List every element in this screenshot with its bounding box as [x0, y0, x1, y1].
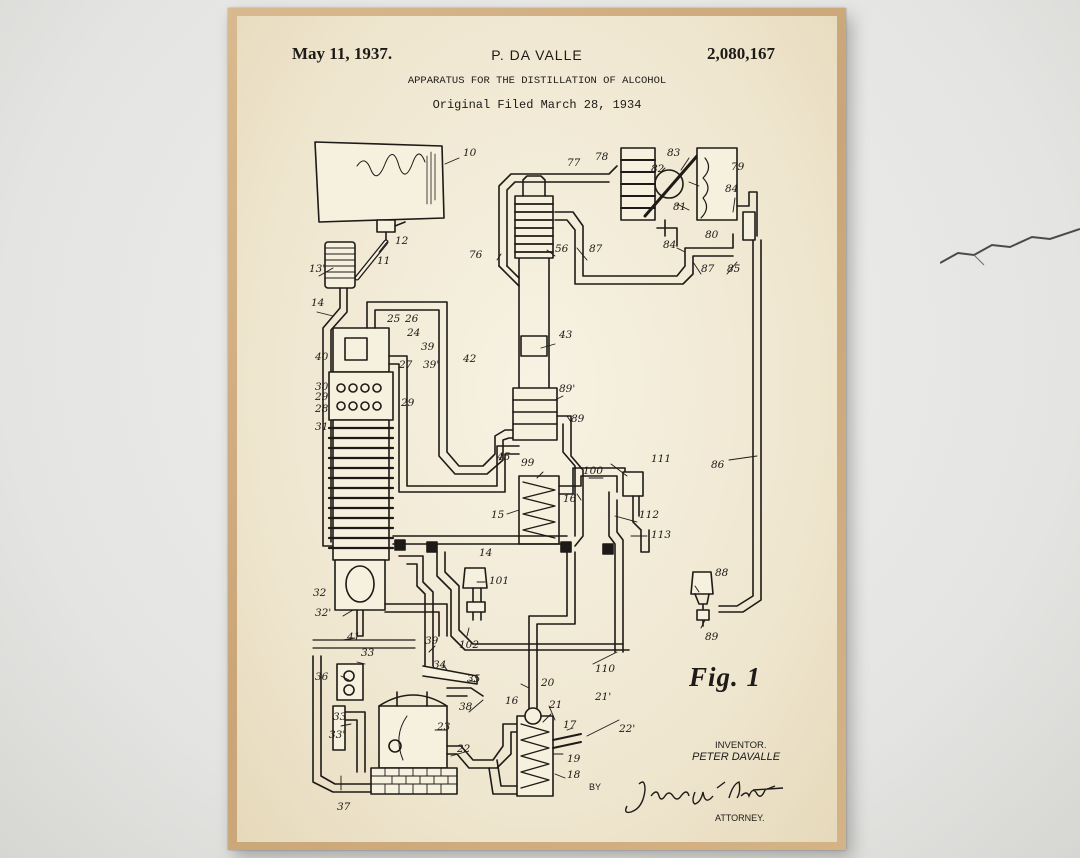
ref-numeral: 83 [667, 147, 681, 159]
ref-numeral: 80 [705, 229, 719, 241]
ref-numeral: 34 [433, 659, 446, 671]
inventor-caption: INVENTOR. [715, 740, 767, 751]
ref-numeral: 29 [314, 391, 329, 403]
ref-numeral: 32' [315, 607, 331, 619]
ref-numeral: 31 [315, 421, 328, 433]
ref-numeral: 111 [651, 453, 671, 465]
ref-numeral: 18 [567, 769, 581, 781]
ref-numeral: 39 [425, 635, 439, 647]
ref-numeral: 16 [505, 695, 519, 707]
ref-numeral: 88 [715, 567, 729, 579]
inventor-name: PETER DAVALLE [692, 751, 781, 763]
reference-numerals: 10 11 12 13' 14 25 26 24 39 39' 27 40 30… [309, 147, 745, 813]
ref-numeral: 36 [315, 671, 329, 683]
ref-numeral: 27 [398, 359, 413, 371]
ref-numeral: 39' [423, 359, 439, 371]
ref-numeral: 33 [361, 647, 375, 659]
wall-crack [940, 228, 1080, 266]
ref-numeral: 12 [395, 235, 409, 247]
ref-numeral: 38 [459, 701, 473, 713]
ref-numeral: 33 [333, 711, 347, 723]
patent-inventor-header: P. DA VALLE [491, 47, 583, 63]
ref-numeral: 85 [727, 263, 741, 275]
ref-numeral: 42 [462, 353, 477, 365]
ref-numeral: 23 [436, 721, 451, 733]
ref-numeral: 86 [711, 459, 725, 471]
ref-numeral: 101 [489, 575, 509, 587]
patent-date: May 11, 1937. [292, 44, 393, 63]
patent-title: APPARATUS FOR THE DISTILLATION OF ALCOHO… [407, 75, 667, 87]
ref-numeral: 41 [346, 631, 360, 643]
ref-numeral: 87 [589, 243, 603, 255]
ref-numeral: 30 [315, 381, 329, 393]
ref-numeral: 21 [548, 699, 562, 711]
ref-numeral: 26 [404, 313, 419, 325]
ref-numeral: 76 [469, 249, 483, 261]
ref-numeral: 110 [595, 663, 615, 675]
ref-numeral: 102 [459, 639, 479, 651]
ref-numeral: 82 [651, 163, 665, 175]
ref-numeral: 16 [563, 493, 577, 505]
figure-label: Fig. 1 [689, 662, 762, 692]
ref-numeral: 81 [673, 201, 686, 213]
ref-numeral: 39 [421, 341, 435, 353]
ref-numeral: 21' [594, 691, 611, 703]
ref-numeral: 56 [555, 243, 569, 255]
ref-numeral: 35 [467, 673, 481, 685]
ref-numeral: 37 [337, 801, 351, 813]
ref-numeral: 22' [618, 723, 635, 735]
ref-numeral: 20 [540, 677, 555, 689]
ref-numeral: 89 [705, 631, 719, 643]
ref-numeral: 17 [563, 719, 577, 731]
ref-numeral: 33' [329, 729, 345, 741]
ref-numeral: 19 [567, 753, 581, 765]
ref-numeral: 14 [479, 547, 492, 559]
ref-numeral: 113 [651, 529, 671, 541]
ref-numeral: 112 [639, 509, 659, 521]
attorney-caption: ATTORNEY. [715, 813, 765, 823]
patent-print: May 11, 1937. P. DA VALLE 2,080,167 APPA… [237, 16, 837, 842]
ref-numeral: 10 [463, 147, 477, 159]
ref-numeral: 79 [731, 161, 745, 173]
picture-frame: May 11, 1937. P. DA VALLE 2,080,167 APPA… [228, 8, 846, 850]
ref-numeral: 25 [386, 313, 401, 325]
ref-numeral: 22 [456, 743, 471, 755]
ref-numeral: 14 [311, 297, 324, 309]
ref-numeral: 99 [521, 457, 535, 469]
ref-numeral: 13' [309, 263, 325, 275]
by-label: BY [589, 782, 602, 792]
ref-numeral: 77 [567, 157, 581, 169]
ref-numeral: 89 [571, 413, 585, 425]
ref-numeral: 15 [491, 509, 505, 521]
patent-number: 2,080,167 [707, 44, 775, 63]
ref-numeral: 29 [400, 397, 415, 409]
ref-numeral: 43 [558, 329, 573, 341]
ref-numeral: 89' [559, 383, 575, 395]
ref-numeral: 84 [663, 239, 676, 251]
ref-numeral: 84 [725, 183, 738, 195]
ref-numeral: 28 [314, 403, 329, 415]
ref-numeral: 24 [406, 327, 420, 339]
distillation-apparatus-drawing: 10 11 12 13' 14 25 26 24 39 39' 27 40 30… [309, 141, 762, 813]
patent-filed-date: Original Filed March 28, 1934 [432, 98, 642, 112]
ref-numeral: 100 [583, 465, 603, 477]
ref-numeral: 40 [314, 351, 329, 363]
ref-numeral: 87 [701, 263, 715, 275]
ref-numeral: 11 [377, 255, 390, 267]
ref-numeral: 32 [313, 587, 327, 599]
ref-numeral: 78 [595, 151, 609, 163]
attorney-signature [625, 781, 784, 814]
ref-numeral: 45 [496, 451, 511, 463]
